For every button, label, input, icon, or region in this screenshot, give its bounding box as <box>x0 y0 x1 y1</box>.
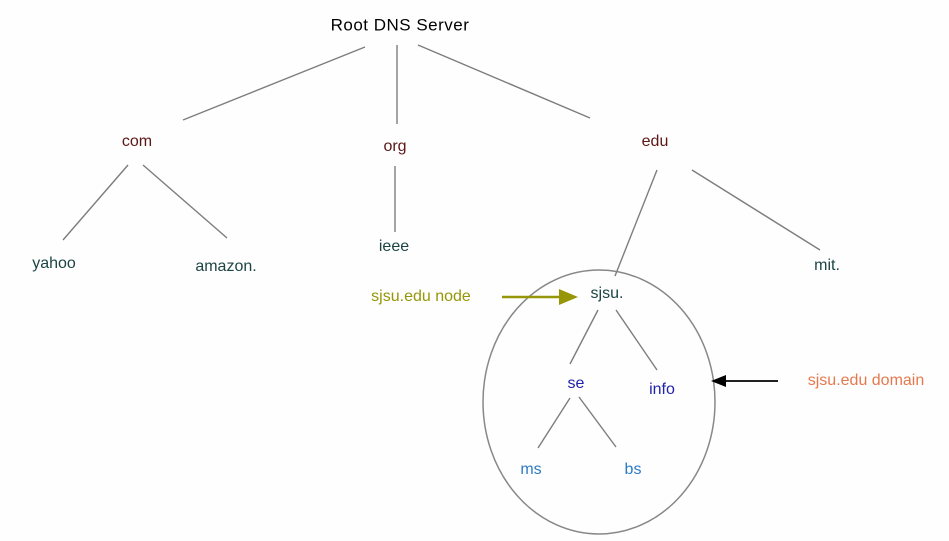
node-info: info <box>649 381 675 398</box>
domain-pointer-arrow <box>711 375 778 387</box>
edge-sjsu-info <box>615 309 658 371</box>
node-root-dns-server: Root DNS Server <box>330 15 470 35</box>
edge-edu-mit <box>691 169 821 251</box>
edge-root-edu <box>417 44 591 119</box>
node-com: com <box>121 133 153 150</box>
sjsu-domain-ellipse <box>482 269 716 535</box>
node-ms: ms <box>520 461 542 478</box>
annotation-sjsu-edu-domain: sjsu.edu domain <box>807 372 925 389</box>
edge-com-amazon <box>142 164 228 239</box>
edge-com-yahoo <box>62 164 129 241</box>
edge-sjsu-se <box>569 309 599 365</box>
edge-se-ms <box>537 397 571 449</box>
node-yahoo: yahoo <box>32 255 76 272</box>
node-se: se <box>567 375 585 392</box>
edge-root-com <box>182 46 366 121</box>
node-mit: mit. <box>814 257 840 274</box>
annotation-sjsu-edu-node: sjsu.edu node <box>371 288 471 305</box>
node-sjsu: sjsu. <box>590 285 624 302</box>
node-org: org <box>383 138 407 155</box>
edge-se-bs <box>578 396 617 448</box>
node-ieee: ieee <box>378 238 410 255</box>
node-bs: bs <box>624 461 642 478</box>
node-pointer-arrow <box>502 289 578 305</box>
edge-edu-sjsu <box>614 169 658 277</box>
node-edu: edu <box>641 133 669 150</box>
node-amazon: amazon. <box>195 258 257 275</box>
